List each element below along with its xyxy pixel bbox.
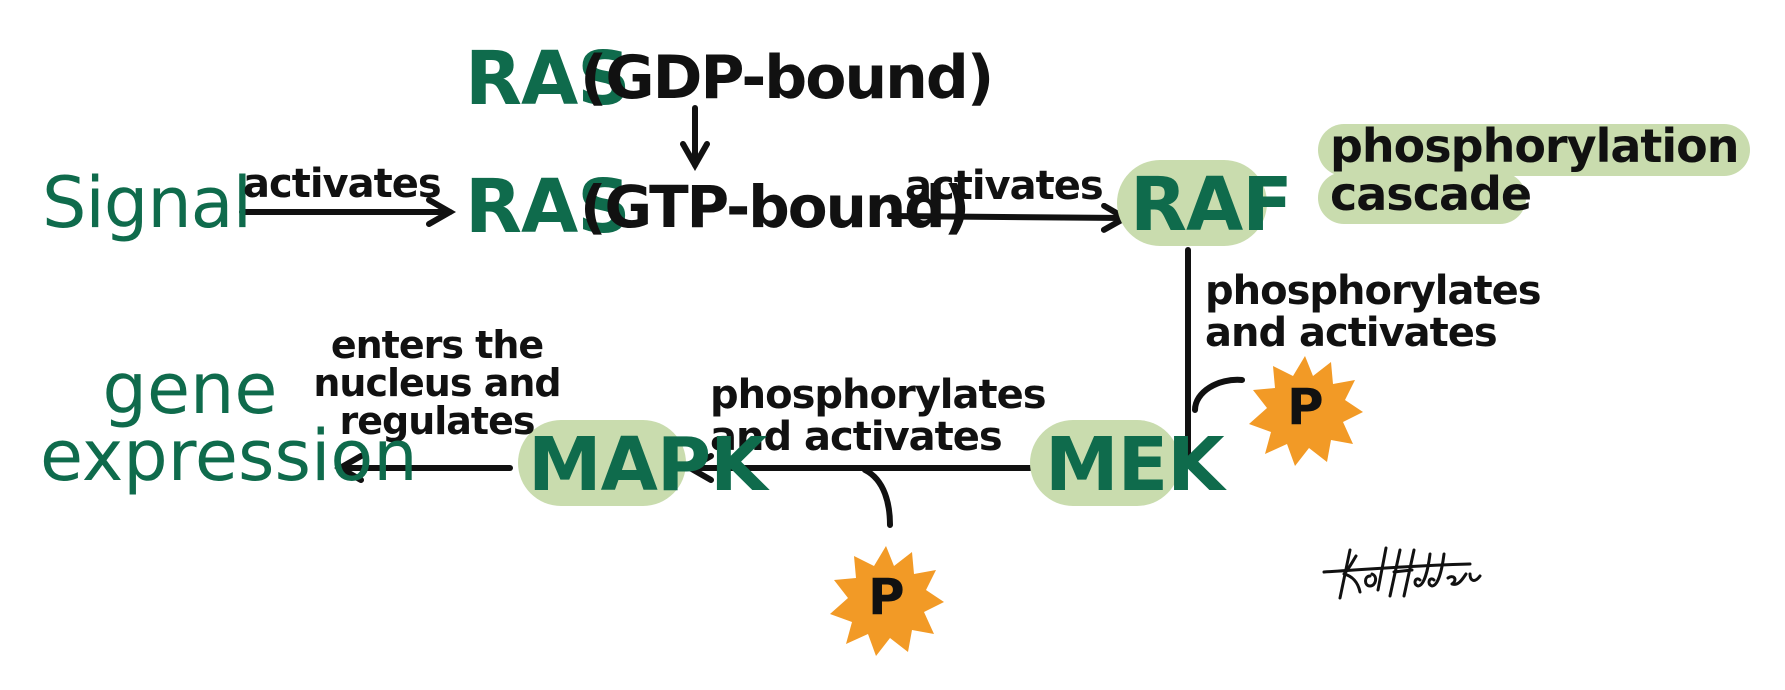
- signal-node: Signal: [42, 162, 252, 244]
- phosphate-label-mek: P: [1287, 378, 1324, 436]
- raf-highlight: [1117, 160, 1267, 246]
- title-line2: cascade: [1330, 167, 1532, 222]
- ras-gtp-note: (GTP-bound): [580, 173, 970, 241]
- artist-signature: [1322, 546, 1482, 600]
- phosphate-label-mapk: P: [868, 568, 905, 626]
- edge-label-mek-mapk-line1: phosphorylates: [710, 372, 1047, 418]
- phosphate-badge-mek: P: [1245, 350, 1365, 470]
- ras-gtp-label: RAS: [465, 164, 631, 250]
- ras-gdp-note: (GDP-bound): [580, 43, 994, 113]
- edge-label-mek-mapk: phosphorylates and activates: [710, 372, 1047, 460]
- gene-expression-node: gene expression: [40, 348, 418, 497]
- title-highlight-line1: [1318, 124, 1750, 176]
- title-highlight-line2: [1318, 172, 1526, 224]
- phosphate-link-mek: [1192, 376, 1245, 413]
- gene-expression-line1: gene: [102, 348, 278, 430]
- title-line1: phosphorylation: [1330, 119, 1740, 173]
- edge-label-mapk-gene-line3: regulates: [339, 399, 536, 443]
- mek-node: MEK: [1045, 422, 1225, 508]
- phosphate-badge-mapk: P: [826, 540, 946, 660]
- mapk-node: MAPK: [528, 422, 767, 508]
- edge-label-raf-mek-line1: phosphorylates: [1205, 268, 1542, 314]
- gene-expression-line2: expression: [40, 414, 418, 497]
- edge-label-mapk-gene: enters the nucleus and regulates: [312, 326, 562, 440]
- raf-node: RAF: [1130, 162, 1293, 248]
- phosphate-link-mapk: [862, 467, 893, 528]
- mapk-highlight: [518, 420, 686, 506]
- edge-label-mapk-gene-line2: nucleus and: [313, 361, 561, 405]
- ras-gdp-label: RAS: [465, 36, 631, 122]
- phosphate-burst-icon: [830, 546, 944, 656]
- edge-label-raf-mek-line2: and activates: [1205, 310, 1498, 356]
- mek-highlight: [1030, 420, 1180, 506]
- edge-label-signal-ras: activates: [243, 161, 442, 207]
- edge-label-raf-mek: phosphorylates and activates: [1205, 268, 1542, 356]
- edge-label-ras-raf: activates: [905, 163, 1104, 209]
- edge-label-mapk-gene-line1: enters the: [330, 323, 544, 367]
- arrow-ras-to-raf: [887, 202, 1132, 233]
- edge-label-mek-mapk-line2: and activates: [710, 414, 1003, 460]
- phosphate-burst-icon: [1249, 356, 1363, 466]
- title-badge: phosphorylation cascade: [1330, 119, 1740, 222]
